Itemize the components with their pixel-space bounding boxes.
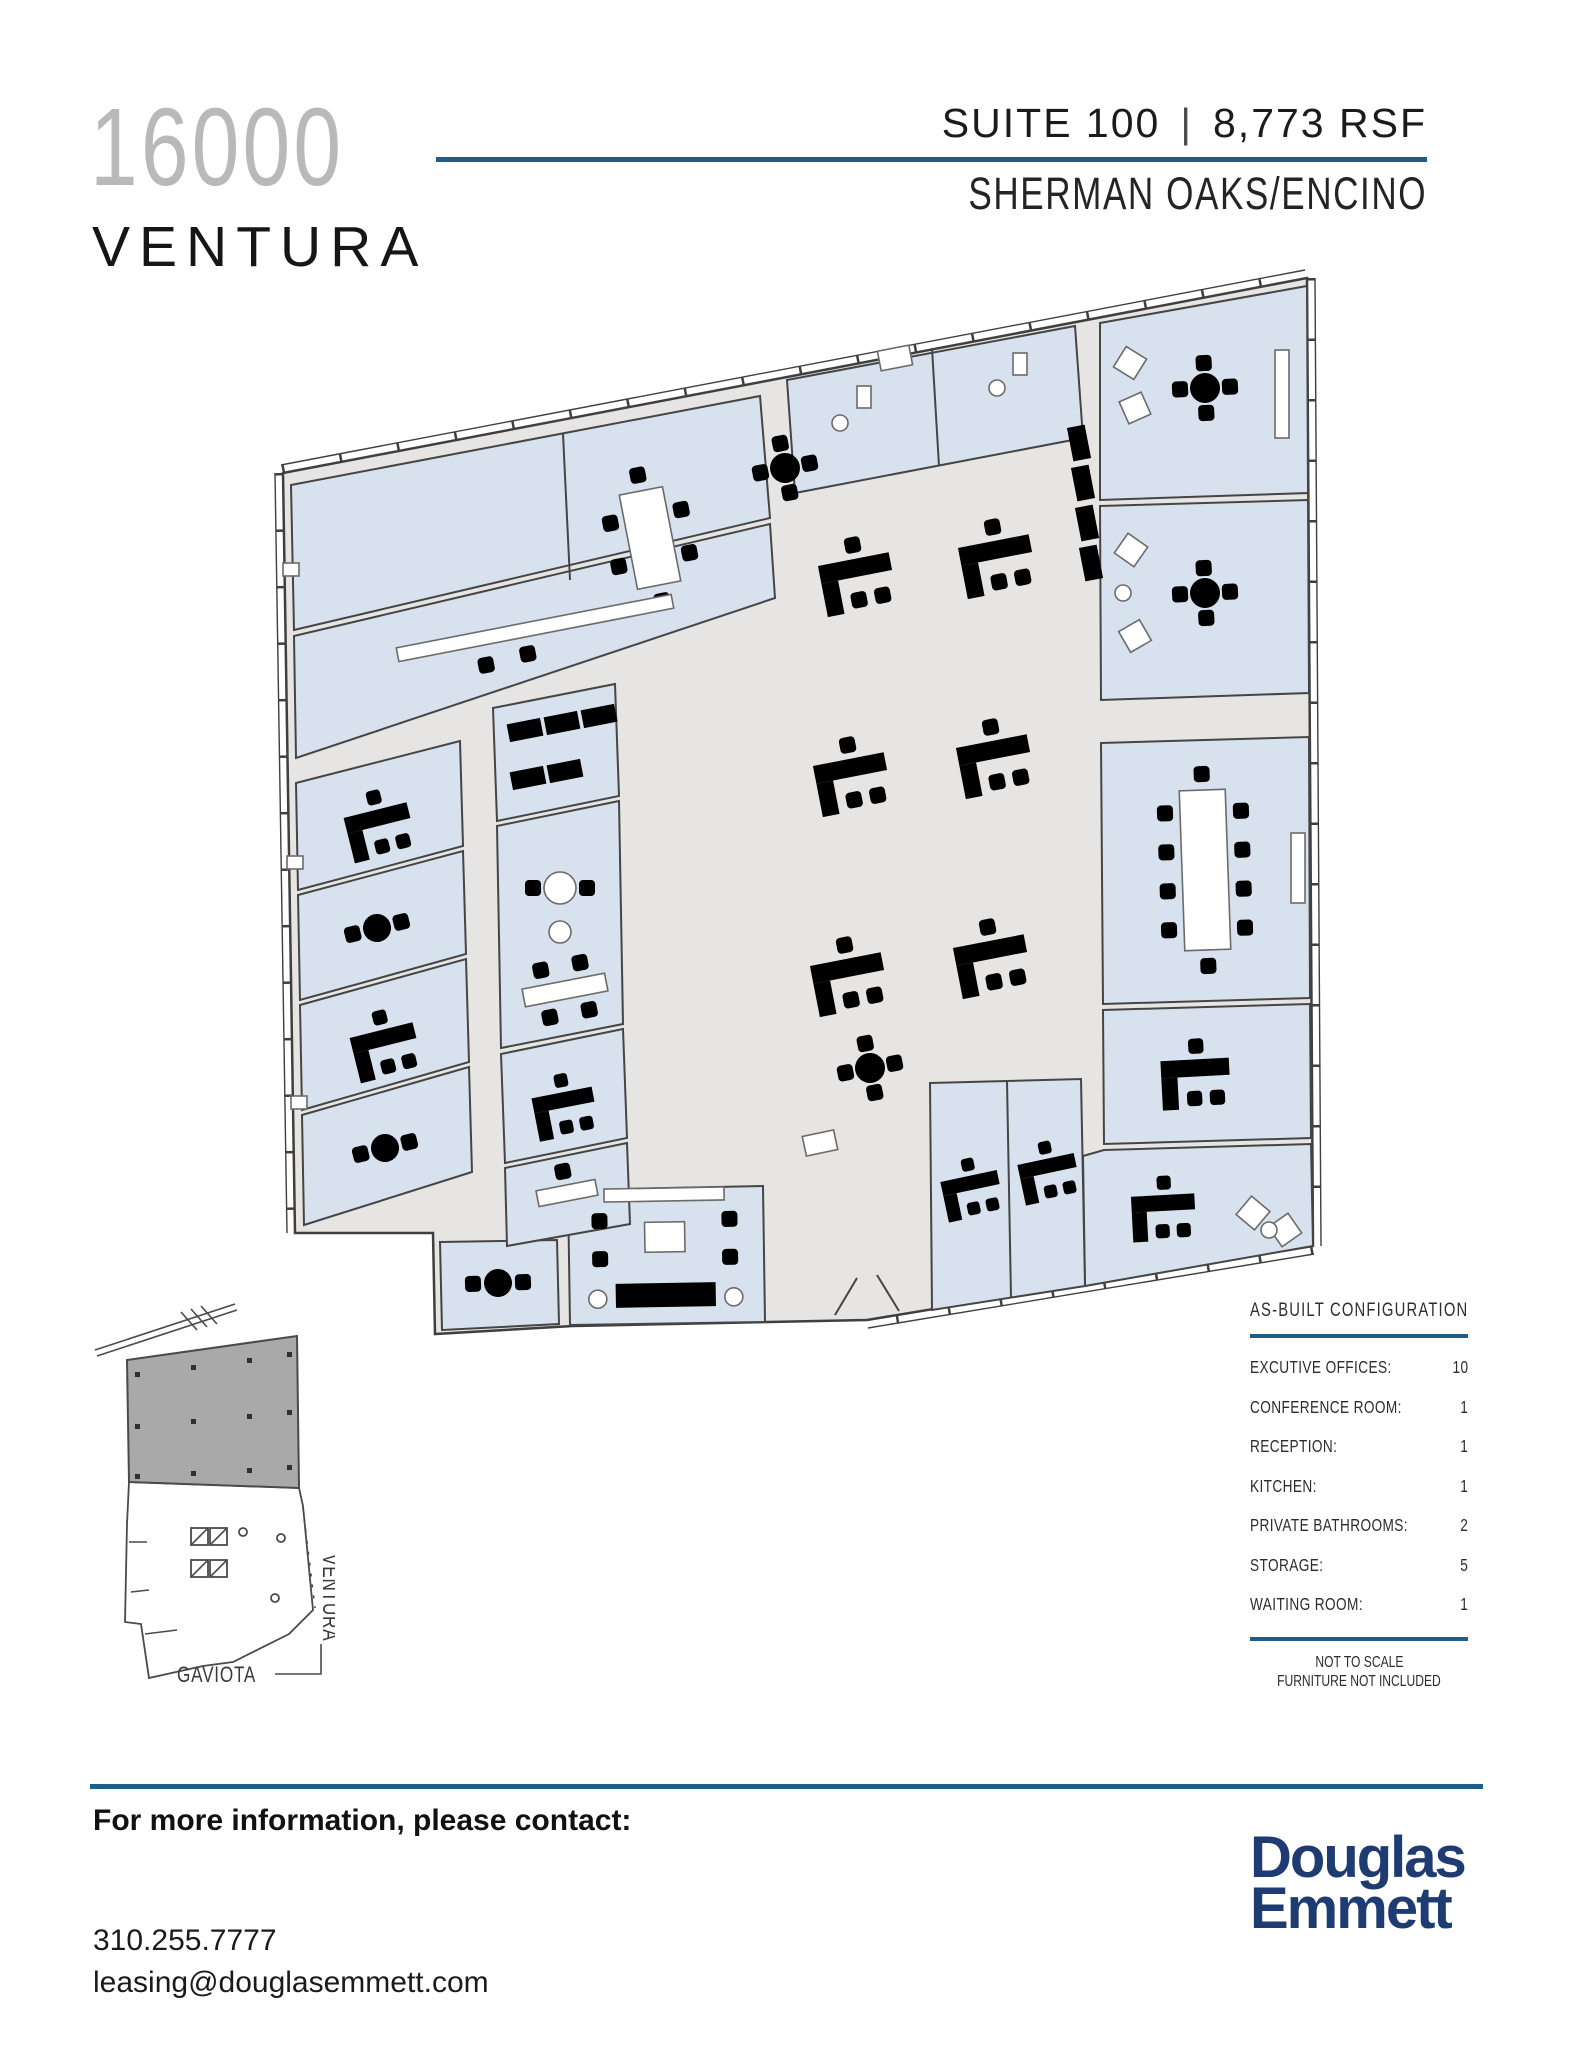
suite-separator: | — [1180, 100, 1193, 146]
contact-heading: For more information, please contact: — [93, 1804, 632, 1837]
submarket-label: SHERMAN OAKS/ENCINO — [968, 168, 1427, 219]
suite-label: SUITE 100 — [941, 100, 1161, 146]
config-row: CONFERENCE ROOM:1 — [1250, 1396, 1468, 1417]
building-name: VENTURA — [92, 215, 428, 279]
logo-line-2: Emmett — [1250, 1876, 1453, 1941]
floor-plan — [274, 269, 1322, 1336]
config-row: PRIVATE BATHROOMS:2 — [1250, 1515, 1468, 1536]
suite-highlight — [125, 1334, 301, 1490]
suite-area: 8,773 RSF — [1213, 100, 1427, 146]
header-divider-rule — [436, 157, 1427, 162]
config-row: STORAGE:5 — [1250, 1554, 1468, 1575]
column-dots — [135, 1352, 292, 1479]
config-rule-top — [1250, 1334, 1468, 1338]
building-footprint — [124, 1481, 314, 1680]
street-label-ventura: VENTURA — [317, 1554, 335, 1641]
street-label-gaviota: GAVIOTA — [177, 1663, 256, 1688]
douglas-emmett-logo: Douglas Emmett — [1250, 1825, 1467, 1941]
interior-walls — [562, 347, 1012, 1299]
furniture-layer — [282, 344, 1306, 1309]
config-notes: NOT TO SCALE FURNITURE NOT INCLUDED — [1277, 1653, 1441, 1690]
config-row: RECEPTION:1 — [1250, 1436, 1468, 1457]
config-rule-bottom — [1250, 1636, 1468, 1641]
config-row: KITCHEN:1 — [1250, 1475, 1468, 1496]
entry-doors — [834, 1274, 900, 1316]
key-plan: VENTURA GAVIOTA — [94, 1303, 335, 1688]
building-number: 16000 — [90, 86, 345, 209]
config-row: EXCUTIVE OFFICES:10 — [1250, 1357, 1468, 1378]
elevator-core — [190, 1527, 228, 1578]
footer-divider-rule — [90, 1784, 1483, 1789]
config-table: AS-BUILT CONFIGURATION EXCUTIVE OFFICES:… — [1250, 1300, 1468, 1691]
contact-email: leasing@douglasemmett.com — [93, 1966, 489, 1999]
config-title: AS-BUILT CONFIGURATION — [1250, 1300, 1469, 1321]
suite-info: SUITE 100 | 8,773 RSF — [942, 100, 1427, 147]
logo-line-1: Douglas — [1250, 1825, 1467, 1890]
contact-phone: 310.255.7777 — [93, 1924, 277, 1957]
config-row: WAITING ROOM:1 — [1250, 1594, 1468, 1615]
